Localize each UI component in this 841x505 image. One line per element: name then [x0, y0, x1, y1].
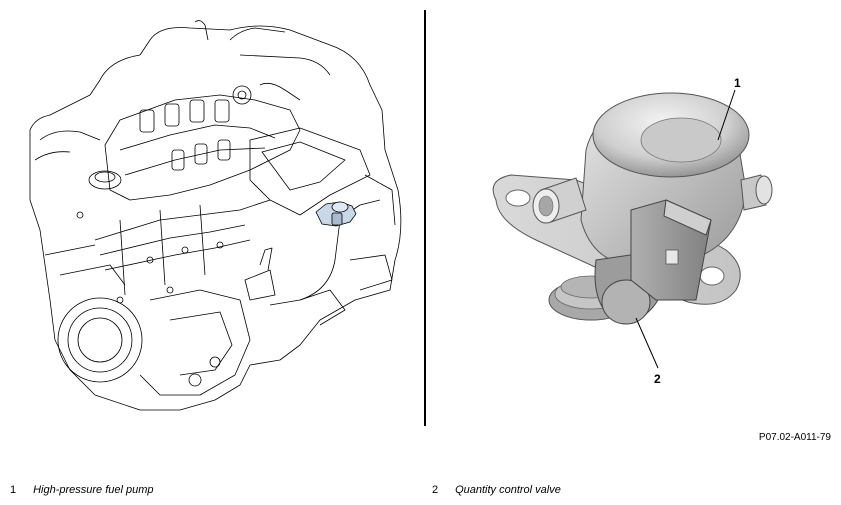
callout-number-1: 1 — [734, 76, 741, 90]
leader-line-2 — [635, 317, 659, 369]
panel-divider — [424, 10, 426, 426]
leader-line-1 — [717, 89, 736, 141]
legend-item-1: 1 High-pressure fuel pump — [10, 484, 154, 496]
legend-label: Quantity control valve — [455, 484, 561, 496]
fuel-pump-illustration — [492, 89, 773, 369]
fuel-pump-highlight — [315, 201, 357, 227]
legend-item-2: 2 Quantity control valve — [432, 484, 561, 496]
callout-number-2: 2 — [654, 372, 661, 386]
legend-label: High-pressure fuel pump — [33, 484, 154, 496]
legend-number: 1 — [10, 484, 17, 496]
legend-number: 2 — [432, 484, 439, 496]
engine-drawing — [29, 20, 402, 411]
figure-reference: P07.02-A011-79 — [758, 432, 831, 443]
